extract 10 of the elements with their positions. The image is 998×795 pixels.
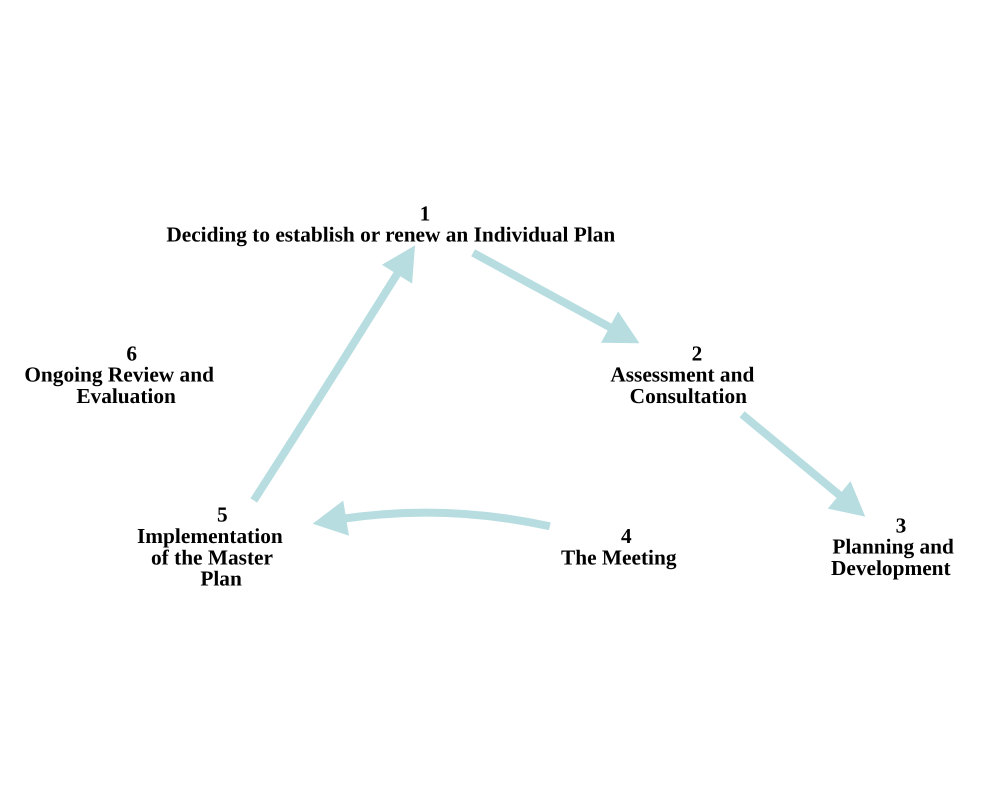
arrow: [312, 500, 551, 536]
node-text: 1 Deciding to establish or renew an Individual Plan: [166, 200, 616, 246]
node-text: 3 Planning and Development: [831, 512, 954, 580]
arrow: [250, 244, 416, 502]
node-text: 4 The Meeting: [561, 524, 677, 569]
node-text: 2 Assessment and Consultation: [610, 340, 754, 408]
arrow: [740, 410, 866, 516]
arrow: [471, 248, 640, 343]
node-text: 5 Implementation of the Master Plan: [137, 502, 283, 590]
node-text: 6 Ongoing Review and Evaluation: [24, 340, 214, 408]
